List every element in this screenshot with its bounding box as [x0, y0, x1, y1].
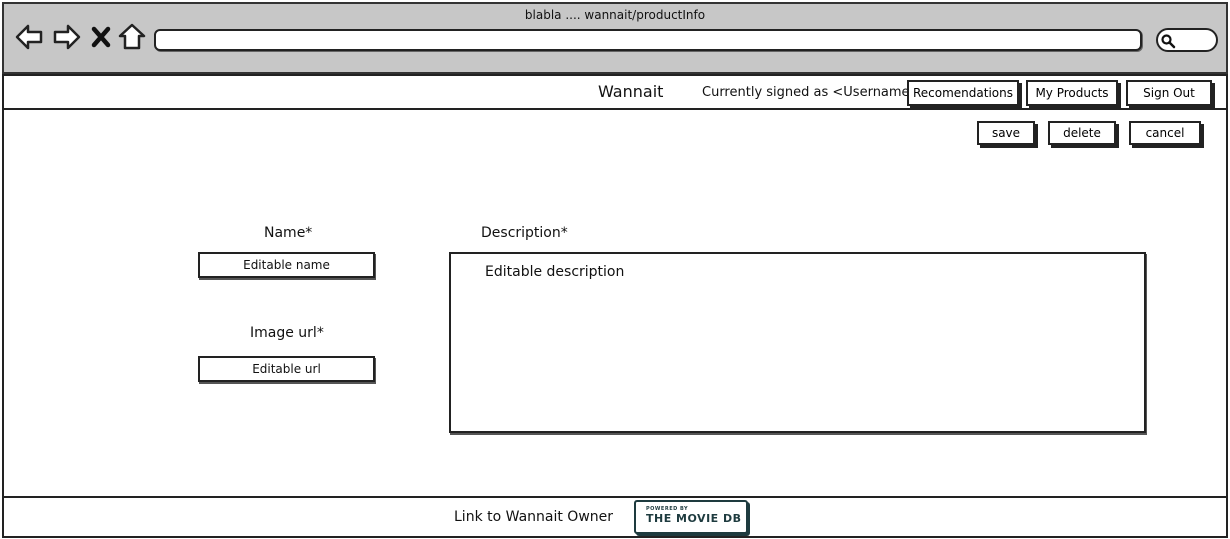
image-url-label: Image url* — [250, 325, 324, 341]
signed-in-status: Currently signed as <Username> — [702, 85, 921, 100]
footer — [2, 496, 1228, 538]
url-bar[interactable] — [154, 29, 1142, 51]
save-button[interactable]: save — [977, 121, 1035, 145]
tmdb-logo-name: THE MOVIE DB — [646, 512, 742, 525]
image-url-field[interactable] — [198, 356, 375, 382]
forward-icon[interactable] — [52, 22, 82, 52]
tmdb-logo[interactable] — [634, 500, 748, 534]
my-products-button[interactable]: My Products — [1026, 80, 1118, 106]
delete-button[interactable]: delete — [1048, 121, 1116, 145]
back-icon[interactable] — [14, 22, 44, 52]
search-field[interactable] — [1156, 28, 1218, 52]
search-icon — [1161, 34, 1176, 49]
app-title: Wannait — [598, 82, 664, 101]
sign-out-button[interactable]: Sign Out — [1126, 80, 1212, 106]
tmdb-logo-tagline: POWERED BY — [646, 506, 689, 512]
name-label: Name* — [264, 225, 313, 241]
app-header — [2, 74, 1228, 110]
stop-icon[interactable] — [90, 22, 112, 52]
home-icon[interactable] — [117, 22, 147, 52]
window-title: blabla .... wannait/productInfo — [524, 8, 706, 22]
description-label: Description* — [481, 225, 568, 241]
main-panel — [2, 108, 1228, 498]
cancel-button[interactable]: cancel — [1129, 121, 1201, 145]
owner-link[interactable]: Link to Wannait Owner — [454, 509, 614, 525]
recommendations-button[interactable]: Recomendations — [907, 80, 1019, 106]
description-field[interactable]: Editable description — [449, 252, 1146, 433]
name-field[interactable] — [198, 252, 375, 278]
